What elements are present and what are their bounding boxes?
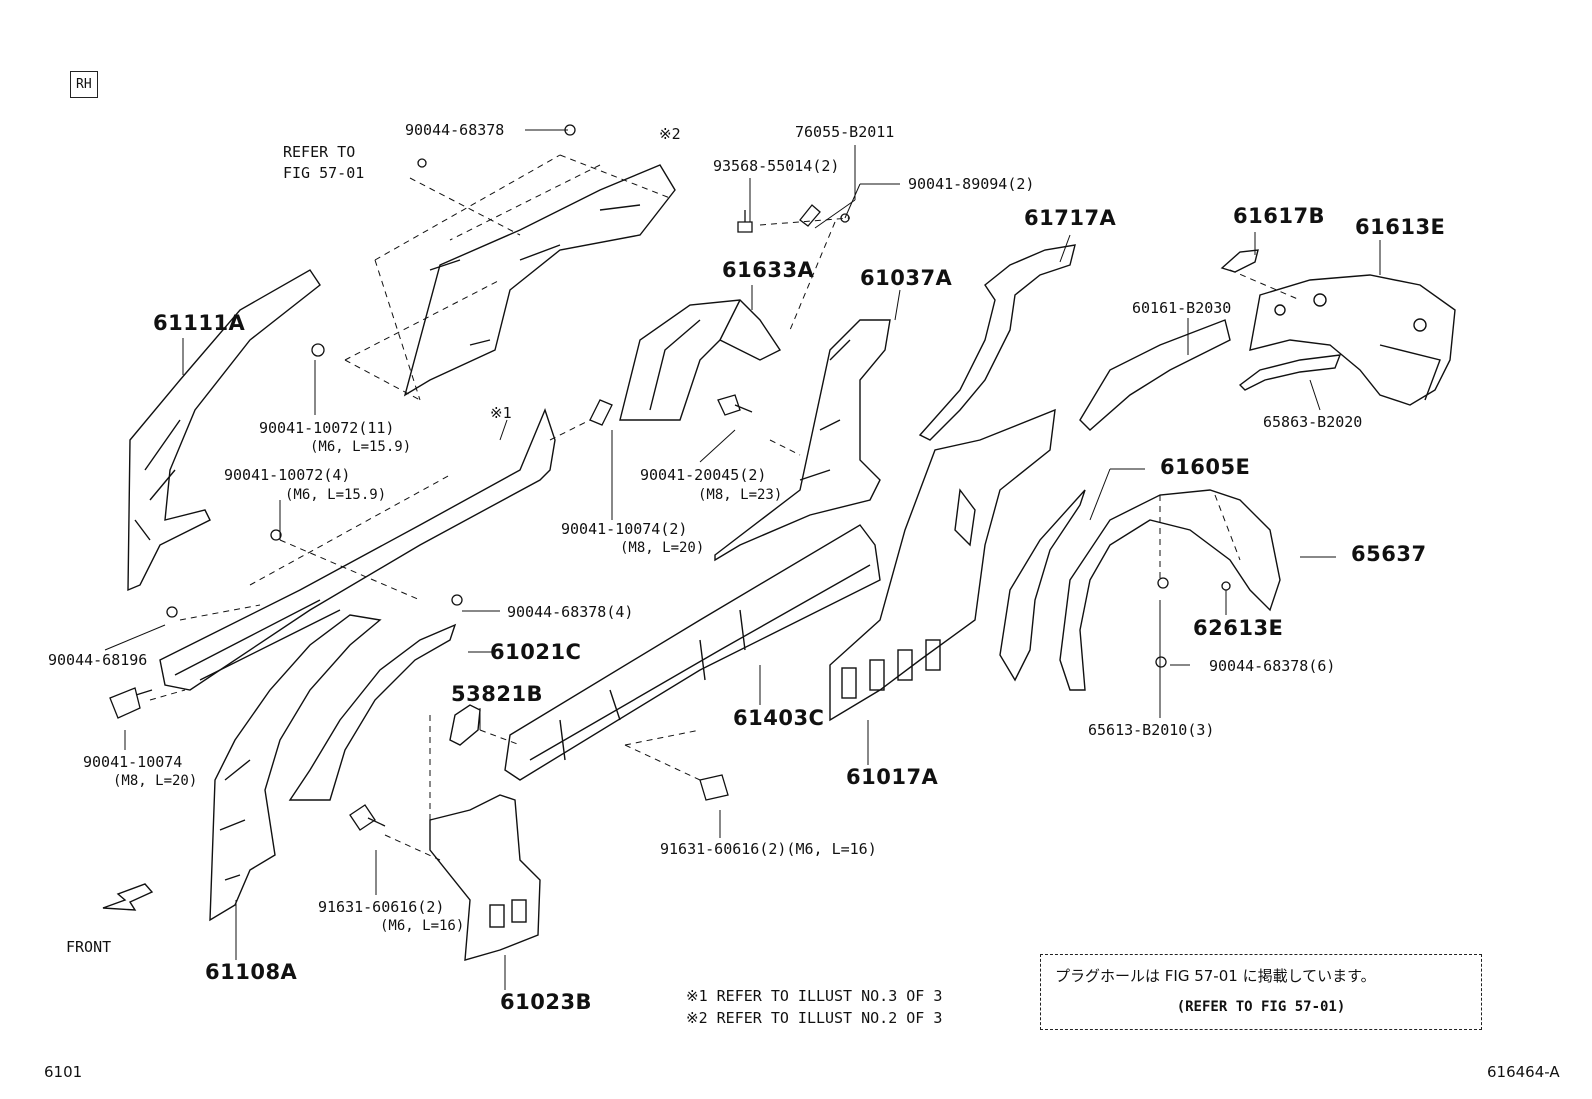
illustration-id: 616464-A — [1487, 1063, 1560, 1081]
part-61017a — [829, 408, 1056, 722]
label-62613e: 62613E — [1193, 616, 1284, 640]
sub-m6-16: (M6, L=16) — [380, 918, 465, 934]
label-93568-55014: 93568-55014(2) — [713, 157, 840, 175]
label-star2: ※2 — [659, 125, 681, 143]
part-61021c — [288, 623, 457, 801]
label-90041-20045: 90041-20045(2) — [640, 466, 767, 484]
label-90041-89094: 90041-89094(2) — [908, 175, 1035, 193]
label-61021c: 61021C — [490, 640, 582, 664]
label-76055-b2011: 76055-B2011 — [795, 123, 895, 141]
figure-number: 6101 — [44, 1063, 83, 1081]
dashed-guides — [149, 154, 1301, 861]
sub-m8-20-a: (M8, L=20) — [620, 540, 705, 556]
note-box: プラグホールは FIG 57-01 に掲載しています。 (REFER TO FI… — [1040, 954, 1482, 1030]
part-upper-inner-panel — [403, 164, 676, 397]
part-rocker-outer — [159, 408, 556, 691]
part-61605e — [999, 489, 1086, 682]
label-61605e: 61605E — [1160, 455, 1251, 479]
label-refer-to: REFER TO — [283, 143, 356, 161]
label-61403c: 61403C — [733, 706, 825, 730]
part-61111a — [127, 269, 321, 592]
part-61037a — [714, 319, 891, 562]
label-61108a: 61108A — [205, 960, 298, 984]
label-65613-b2010: 65613-B2010(3) — [1088, 721, 1215, 739]
part-61613e — [1249, 274, 1456, 406]
label-61023b: 61023B — [500, 990, 593, 1014]
fasteners — [109, 124, 1231, 831]
note-english: (REFER TO FIG 57-01) — [1176, 999, 1346, 1015]
label-65863-b2020: 65863-B2020 — [1263, 413, 1363, 431]
label-91631-60616-a: 91631-60616(2)(M6, L=16) — [660, 840, 877, 858]
part-61108a — [209, 614, 382, 922]
label-91631-60616-b: 91631-60616(2) — [318, 898, 445, 916]
label-90044-68196: 90044-68196 — [48, 651, 148, 669]
part-61403c — [504, 524, 881, 781]
label-90044-68378-4: 90044-68378(4) — [507, 603, 634, 621]
label-90044-68378: 90044-68378 — [405, 121, 505, 139]
label-90041-10074-2: 90041-10074(2) — [561, 520, 688, 538]
label-90041-10072-4: 90041-10072(4) — [224, 466, 351, 484]
label-60161-b2030: 60161-B2030 — [1132, 299, 1232, 317]
footnote-star1: ※1 REFER TO ILLUST NO.3 OF 3 — [686, 987, 943, 1005]
part-61023b — [429, 794, 541, 961]
label-61717a: 61717A — [1024, 206, 1117, 230]
label-90041-10072-11: 90041-10072(11) — [259, 419, 395, 437]
part-65637 — [1059, 489, 1281, 691]
sub-m6-159-a: (M6, L=15.9) — [310, 439, 412, 455]
leader-lines — [104, 129, 1381, 990]
label-61617b: 61617B — [1233, 204, 1326, 228]
part-61633a — [619, 299, 782, 421]
label-61613e: 61613E — [1355, 215, 1446, 239]
label-90044-68378-6: 90044-68378(6) — [1209, 657, 1336, 675]
note-japanese: プラグホールは FIG 57-01 に掲載しています。 — [1055, 967, 1376, 985]
label-65637: 65637 — [1351, 542, 1427, 566]
label-61017a: 61017A — [846, 765, 939, 789]
sub-m6-159-b: (M6, L=15.9) — [285, 487, 387, 503]
label-star1: ※1 — [490, 404, 512, 422]
front-arrow — [102, 883, 154, 911]
sub-m8-20-b: (M8, L=20) — [113, 773, 198, 789]
label-61037a: 61037A — [860, 266, 953, 290]
label-front: FRONT — [66, 938, 112, 956]
footnote-star2: ※2 REFER TO ILLUST NO.2 OF 3 — [686, 1009, 943, 1027]
label-fig-57-01: FIG 57-01 — [283, 164, 365, 182]
label-61111a: 61111A — [153, 311, 246, 335]
part-61717a — [918, 244, 1076, 441]
part-60161-b2030 — [1079, 319, 1231, 431]
label-90041-10074: 90041-10074 — [83, 753, 183, 771]
part-53821b — [449, 704, 481, 746]
part-61617b — [1220, 249, 1259, 273]
rh-tag: RH — [70, 71, 98, 98]
label-53821b: 53821B — [451, 682, 544, 706]
sub-m8-23: (M8, L=23) — [698, 487, 783, 503]
part-65863-b2020 — [1238, 354, 1342, 391]
label-61633a: 61633A — [722, 258, 815, 282]
